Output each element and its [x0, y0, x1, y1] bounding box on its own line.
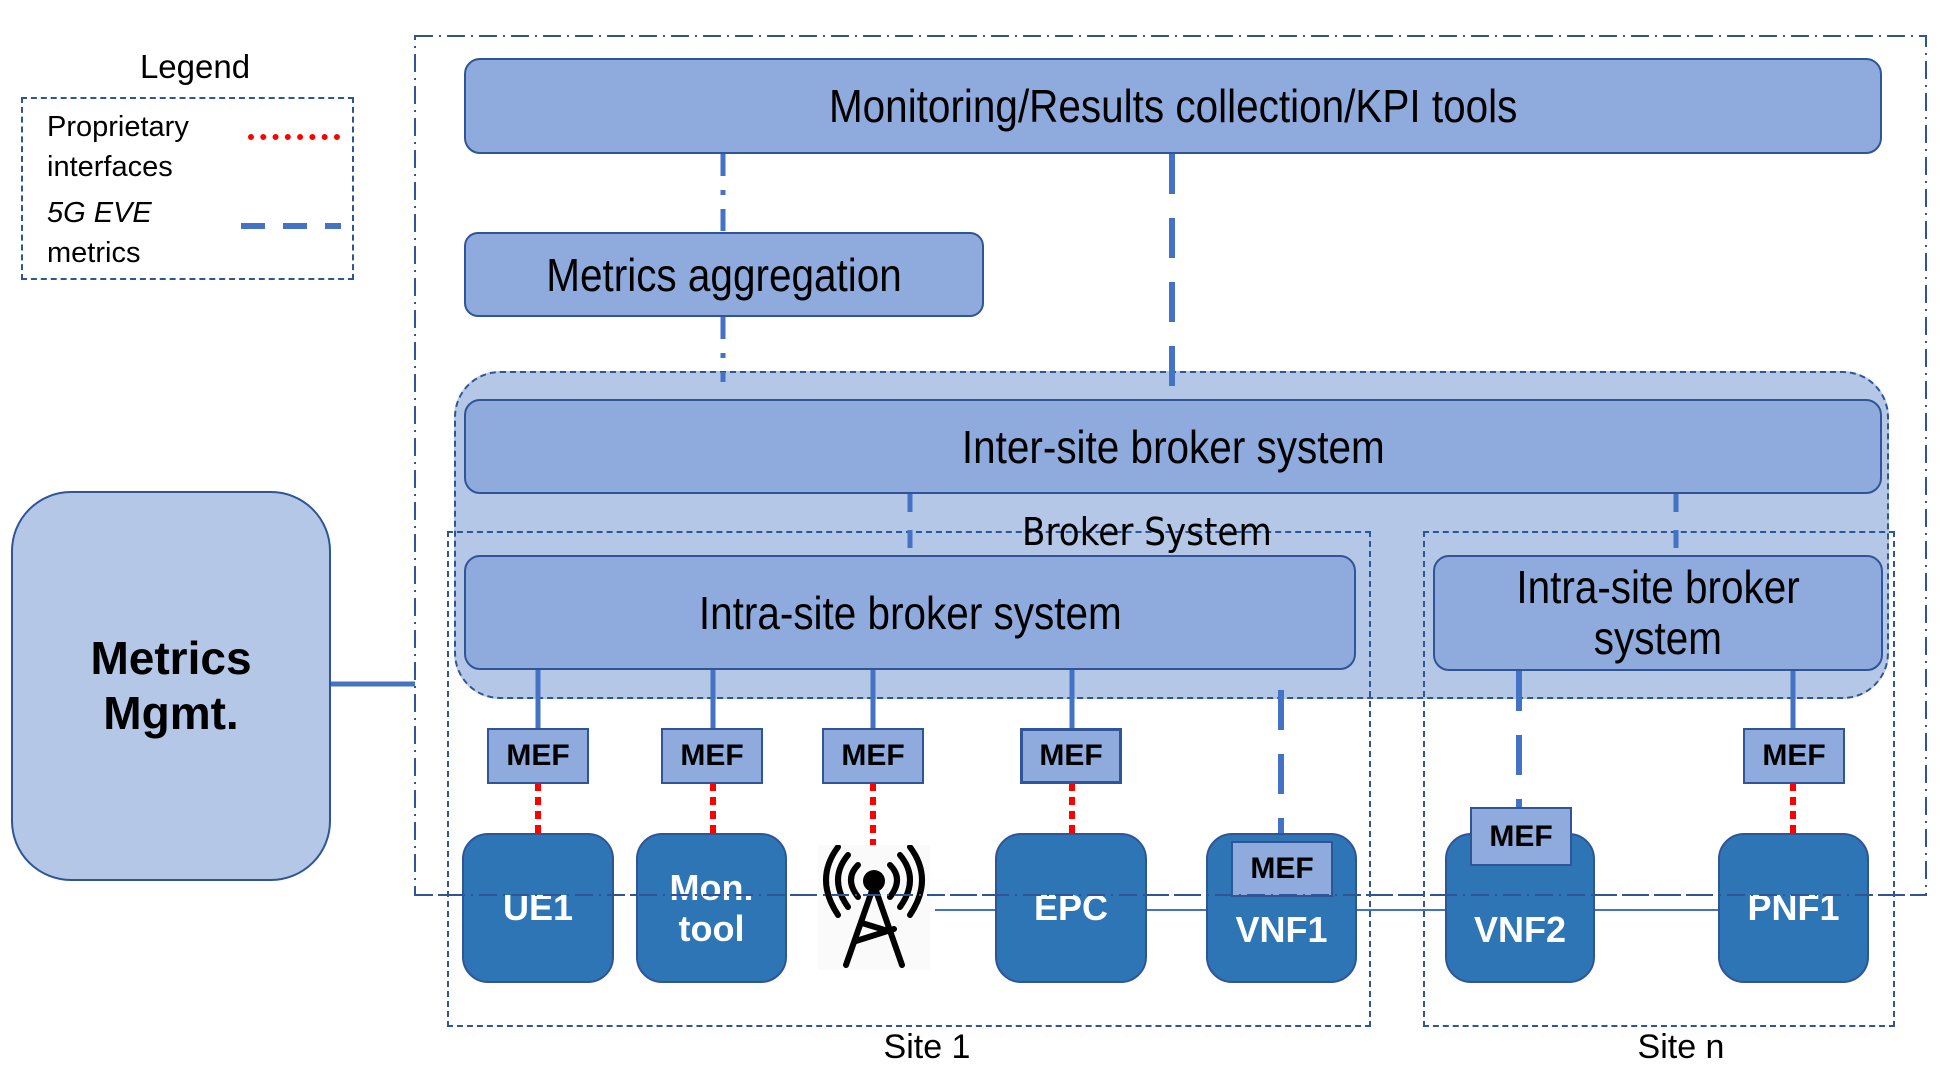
mef-epc[interactable]: MEF	[1020, 728, 1122, 784]
intra-site-broker-siten-block[interactable]: Intra-site broker system	[1433, 555, 1883, 671]
device-ue1[interactable]: UE1	[462, 833, 614, 983]
mon-tool-line1: Mon.	[669, 866, 754, 908]
intra-site-broker-siten-line2: system	[1593, 612, 1723, 664]
legend-metrics-line2: metrics	[47, 237, 141, 269]
mon-tool-line2: tool	[678, 908, 745, 949]
intra-site-broker-site1-block[interactable]: Intra-site broker system	[464, 555, 1356, 670]
metrics-mgmt-block[interactable]: Metrics Mgmt.	[11, 491, 331, 881]
site-n-boundary	[1423, 531, 1895, 1027]
legend-proprietary-swatch	[248, 134, 340, 140]
device-epc[interactable]: EPC	[995, 833, 1147, 983]
epc-label: EPC	[1033, 887, 1109, 929]
monitoring-kpi-tools-block[interactable]: Monitoring/Results collection/KPI tools	[464, 58, 1882, 154]
legend-proprietary-label: Proprietary interfaces	[47, 107, 189, 187]
monitoring-label: Monitoring/Results collection/KPI tools	[828, 80, 1518, 132]
legend-metrics-line1: 5G EVE	[47, 197, 152, 229]
legend-box: Proprietary interfaces 5G EVE metrics	[21, 97, 354, 280]
mef-ue1[interactable]: MEF	[487, 728, 589, 784]
metrics-mgmt-line1: Metrics	[90, 631, 252, 684]
mef-pnf1[interactable]: MEF	[1743, 728, 1845, 784]
mef-vnf1[interactable]: MEF	[1231, 841, 1333, 897]
ue1-label: UE1	[502, 887, 574, 929]
intra-site-broker-site1-label: Intra-site broker system	[698, 586, 1122, 639]
inter-site-broker-label: Inter-site broker system	[961, 420, 1385, 473]
cell-tower-icon	[818, 845, 930, 970]
metrics-mgmt-line2: Mgmt.	[103, 687, 239, 739]
legend-metrics-swatch	[241, 223, 341, 229]
site-1-label: Site 1	[883, 1028, 971, 1066]
site-n-label: Site n	[1637, 1028, 1725, 1066]
vnf2-label: VNF2	[1473, 909, 1567, 950]
legend-title: Legend	[139, 48, 251, 85]
device-pnf1[interactable]: PNF1	[1718, 833, 1869, 983]
legend-metrics-label: 5G EVE metrics	[47, 193, 152, 273]
metrics-aggregation-label: Metrics aggregation	[546, 248, 902, 301]
legend-proprietary-line1: Proprietary	[47, 111, 189, 143]
broker-system-label: Broker System	[1022, 510, 1272, 554]
vnf1-label: VNF1	[1235, 909, 1328, 950]
pnf1-label: PNF1	[1747, 887, 1840, 928]
mef-vnf2[interactable]: MEF	[1470, 807, 1572, 866]
metrics-aggregation-block[interactable]: Metrics aggregation	[464, 232, 984, 317]
legend-proprietary-line2: interfaces	[47, 151, 173, 183]
inter-site-broker-block[interactable]: Inter-site broker system	[464, 399, 1882, 494]
mef-tower[interactable]: MEF	[822, 728, 924, 784]
intra-site-broker-siten-line1: Intra-site broker	[1516, 561, 1800, 614]
device-vnf1[interactable]: MEF VNF1	[1206, 833, 1357, 983]
mef-mon-tool[interactable]: MEF	[661, 728, 763, 784]
device-mon-tool[interactable]: Mon. tool	[636, 833, 787, 983]
